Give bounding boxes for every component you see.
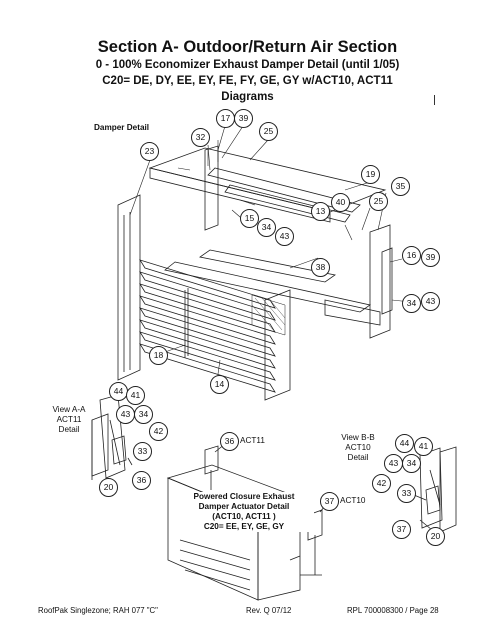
callout-43d: 43 (384, 454, 403, 473)
callout-42: 42 (149, 422, 168, 441)
powered-closure-line-1: Powered Closure Exhaust (193, 492, 295, 501)
view-bb-title: View B-B (341, 433, 375, 442)
powered-closure-line-2: Damper Actuator Detail (198, 502, 290, 511)
act11-label: ACT11 (240, 436, 265, 445)
callout-33: 33 (133, 442, 152, 461)
view-bb-label: View B-B ACT10 Detail (333, 433, 383, 463)
callout-34b: 34 (402, 294, 421, 313)
callout-43: 43 (275, 227, 294, 246)
section-subtitle: 0 - 100% Economizer Exhaust Damper Detai… (95, 59, 400, 71)
callout-38: 38 (311, 258, 330, 277)
callout-37: 37 (320, 492, 339, 511)
view-aa-title: View A-A (52, 405, 86, 414)
callout-20b: 20 (426, 527, 445, 546)
callout-14: 14 (210, 375, 229, 394)
callout-33b: 33 (397, 484, 416, 503)
view-bb-actuator: ACT10 (345, 443, 371, 452)
callout-44: 44 (109, 382, 128, 401)
callout-18: 18 (149, 346, 168, 365)
callout-32: 32 (191, 128, 210, 147)
diagrams-caption: Diagrams (221, 91, 274, 103)
callout-34d: 34 (402, 454, 421, 473)
footer-page: RPL 700008300 / Page 28 (347, 606, 439, 615)
callout-43c: 43 (116, 405, 135, 424)
powered-closure-line-3: (ACT10, ACT11 ) (212, 512, 276, 521)
margin-mark (434, 95, 435, 105)
view-aa-label: View A-A ACT11 Detail (44, 405, 94, 435)
callout-36b: 36 (220, 432, 239, 451)
footer-model: RoofPak Singlezone; RAH 077 "C" (38, 606, 158, 615)
section-title: Section A- Outdoor/Return Air Section (97, 38, 398, 56)
callout-37b: 37 (392, 520, 411, 539)
view-bb-detail: Detail (347, 453, 369, 462)
callout-25: 25 (259, 122, 278, 141)
callout-44b: 44 (395, 434, 414, 453)
model-codes: C20= DE, DY, EE, EY, FE, FY, GE, GY w/AC… (102, 75, 393, 87)
callout-39b: 39 (421, 248, 440, 267)
callout-36: 36 (132, 471, 151, 490)
damper-detail-label: Damper Detail (94, 123, 150, 132)
callout-20: 20 (99, 478, 118, 497)
callout-19: 19 (361, 165, 380, 184)
callout-23: 23 (140, 142, 159, 161)
callout-41: 41 (126, 386, 145, 405)
callout-41b: 41 (414, 437, 433, 456)
powered-closure-label: Powered Closure Exhaust Damper Actuator … (174, 492, 314, 532)
callout-42b: 42 (372, 474, 391, 493)
powered-closure-line-4: C20= EE, EY, GE, GY (203, 522, 285, 531)
callout-43b: 43 (421, 292, 440, 311)
act10-label: ACT10 (340, 496, 366, 505)
view-aa-actuator: ACT11 (56, 415, 82, 424)
callout-40: 40 (331, 193, 350, 212)
footer-revision: Rev. Q 07/12 (246, 606, 292, 615)
callout-34: 34 (257, 218, 276, 237)
callout-16: 16 (402, 246, 421, 265)
callout-13: 13 (311, 202, 330, 221)
callout-35: 35 (391, 177, 410, 196)
callout-34c: 34 (134, 405, 153, 424)
callout-39: 39 (234, 109, 253, 128)
callout-17: 17 (216, 109, 235, 128)
callout-25b: 25 (369, 192, 388, 211)
callout-15: 15 (240, 209, 259, 228)
view-aa-detail: Detail (58, 425, 80, 434)
